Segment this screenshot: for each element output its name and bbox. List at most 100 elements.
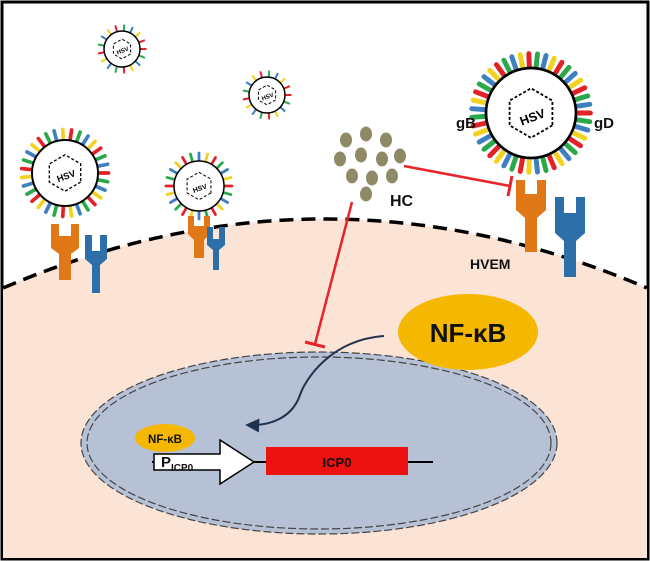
virus-spike bbox=[30, 193, 42, 204]
virus-envelope bbox=[248, 76, 286, 114]
virus-spike bbox=[242, 97, 250, 101]
virus-spike bbox=[562, 70, 578, 85]
virus-spike bbox=[259, 71, 263, 78]
virus-envelope bbox=[173, 160, 225, 212]
virus-spike bbox=[481, 74, 498, 88]
virus-spike bbox=[546, 152, 557, 171]
virus-spike bbox=[540, 155, 549, 173]
virus-spike bbox=[473, 126, 491, 137]
virus-spike bbox=[572, 93, 591, 103]
hc-inhibits-hvem-line bbox=[403, 164, 511, 188]
virus-spike bbox=[533, 156, 540, 175]
virus-spike bbox=[68, 128, 74, 142]
hc-inhibits-hvem-bar bbox=[506, 175, 514, 197]
virus-spike bbox=[242, 89, 250, 93]
virus-spike bbox=[68, 204, 74, 218]
virus-envelope bbox=[103, 30, 141, 68]
hsv-virion-icon: HSV bbox=[469, 51, 593, 175]
hsv-virion-icon: HSV bbox=[19, 127, 111, 219]
virus-spike bbox=[204, 152, 209, 163]
virus-spike bbox=[283, 85, 291, 90]
virus-spike bbox=[210, 156, 217, 165]
virus-spike bbox=[165, 191, 176, 196]
virus-spike bbox=[138, 39, 146, 44]
hc-inhibits-nfkb-line bbox=[313, 201, 354, 345]
virus-spike bbox=[487, 67, 502, 83]
virus-spike bbox=[165, 176, 176, 181]
virus-spike bbox=[216, 203, 224, 211]
virus-spike bbox=[174, 203, 182, 211]
virus-capsid bbox=[186, 171, 212, 201]
virus-spike bbox=[470, 120, 489, 129]
virus-spike bbox=[283, 100, 291, 105]
virus-spike bbox=[216, 161, 224, 169]
virus-spike bbox=[251, 75, 257, 81]
virus-spike bbox=[572, 123, 591, 133]
virus-spike bbox=[106, 63, 112, 69]
virus-spike bbox=[566, 135, 584, 149]
virus-spike bbox=[562, 141, 578, 156]
virus-spike bbox=[174, 161, 182, 169]
virus-spike bbox=[476, 133, 494, 145]
virus-spike bbox=[210, 207, 217, 216]
virus-spike bbox=[469, 106, 488, 113]
virus-spike bbox=[44, 132, 52, 145]
hvem-receptor-icon bbox=[85, 235, 107, 293]
virus-spike bbox=[25, 150, 38, 159]
virus-spike bbox=[220, 197, 229, 204]
virus-label: HSV bbox=[261, 93, 275, 103]
virus-spike bbox=[81, 200, 90, 212]
virus-spike bbox=[52, 204, 59, 217]
virus-spike bbox=[481, 138, 498, 152]
virus-spike bbox=[86, 195, 97, 207]
virus-spike bbox=[570, 130, 588, 141]
virus-label: HSV bbox=[116, 47, 130, 57]
virus-spike bbox=[552, 59, 565, 77]
virus-spike bbox=[493, 62, 507, 79]
virus-label: HSV bbox=[192, 183, 208, 195]
virus-spike bbox=[100, 35, 107, 40]
virus-spike bbox=[96, 178, 110, 184]
virus-spike bbox=[557, 64, 572, 81]
label-gb: gB bbox=[456, 115, 476, 132]
virus-spike bbox=[100, 58, 107, 63]
virus-spike bbox=[220, 168, 229, 175]
virus-spike bbox=[19, 174, 33, 180]
virus-spike bbox=[181, 207, 188, 216]
virus-spike bbox=[25, 187, 38, 196]
virus-spike bbox=[517, 155, 526, 174]
virus-spike bbox=[245, 104, 252, 109]
virus-spike bbox=[74, 203, 82, 216]
virus-spike bbox=[473, 89, 491, 100]
virus-spike bbox=[251, 109, 257, 115]
virus-spike bbox=[36, 198, 47, 210]
virus-spike bbox=[30, 142, 42, 153]
orange-receptor-icon bbox=[51, 224, 79, 280]
virus-spike bbox=[86, 139, 97, 151]
virus-spike bbox=[501, 57, 513, 75]
nfkb-cytoplasm-ellipse bbox=[398, 294, 538, 370]
virus-spike bbox=[245, 81, 252, 86]
label-promoter: PICP0 bbox=[161, 454, 194, 474]
virus-spike bbox=[97, 51, 105, 55]
virus-spike bbox=[574, 101, 593, 109]
hvem-receptor-icon bbox=[555, 197, 585, 277]
virus-spike bbox=[540, 53, 549, 71]
label-hvem: HVEM bbox=[470, 256, 510, 272]
nucleus-envelope bbox=[86, 356, 552, 530]
virus-spike bbox=[169, 168, 178, 175]
virus-spike bbox=[114, 66, 118, 73]
virus-spike bbox=[566, 77, 584, 91]
hc-inhibits-nfkb-bar bbox=[304, 340, 326, 349]
virus-spike bbox=[574, 117, 593, 125]
virus-spike bbox=[181, 156, 188, 165]
virus-spike bbox=[222, 191, 233, 196]
label-gd: gD bbox=[594, 115, 614, 132]
virus-spike bbox=[570, 85, 588, 96]
orange-receptor-icon bbox=[516, 180, 546, 252]
label-hc: HC bbox=[390, 193, 414, 210]
virus-spike bbox=[259, 112, 263, 119]
virus-spike bbox=[501, 151, 513, 169]
virus-capsid bbox=[48, 154, 82, 192]
label-nfkb-small: NF-κB bbox=[148, 434, 182, 446]
